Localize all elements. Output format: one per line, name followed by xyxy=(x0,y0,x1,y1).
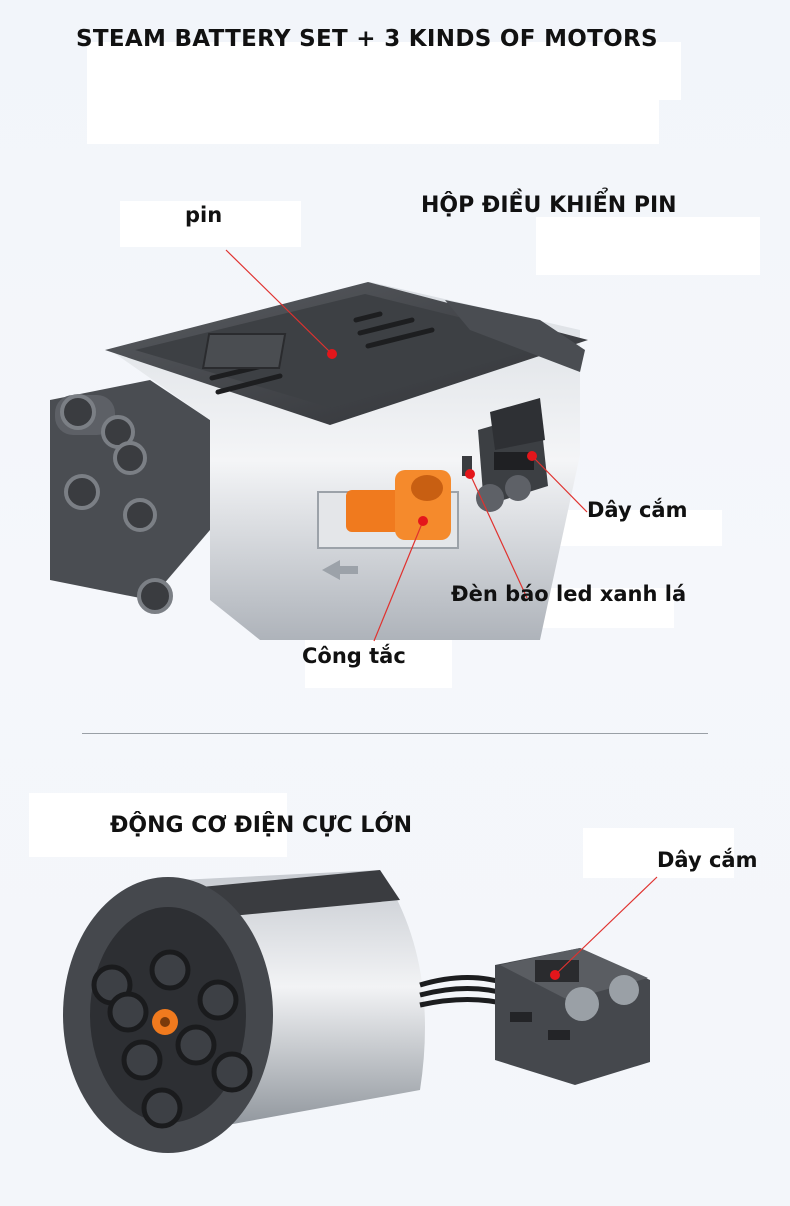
title-backdrop-lower xyxy=(87,98,659,144)
led-indicator xyxy=(462,456,472,476)
callout-lines xyxy=(225,249,658,976)
pin-label-backdrop xyxy=(120,201,301,247)
motor-title-backdrop xyxy=(29,793,287,857)
motor-plug xyxy=(495,948,650,1085)
motor-plug-label: Dây cắm xyxy=(657,848,758,872)
led-label: Đèn báo led xanh lá xyxy=(451,582,687,606)
plug1-label-backdrop xyxy=(540,510,722,546)
pin-label: pin xyxy=(185,203,223,227)
section-divider xyxy=(82,733,708,734)
switch-label: Công tắc xyxy=(302,644,406,668)
xl-motor xyxy=(63,870,650,1153)
orange-switch xyxy=(346,470,451,540)
battery-box-title: HỘP ĐIỀU KHIỂN PIN xyxy=(421,193,677,218)
left-beam-connectors xyxy=(50,380,210,614)
battery-plug-label: Dây cắm xyxy=(587,498,688,522)
page-title: STEAM BATTERY SET + 3 KINDS OF MOTORS xyxy=(76,26,658,52)
motor-title: ĐỘNG CƠ ĐIỆN CỰC LỚN xyxy=(110,813,412,838)
box-title-backdrop xyxy=(536,217,760,275)
title-backdrop xyxy=(87,42,681,100)
plug2-label-backdrop xyxy=(583,828,734,878)
switch-label-backdrop xyxy=(305,640,452,688)
battery-box xyxy=(50,282,588,640)
plug-socket xyxy=(476,398,548,512)
callout-dots xyxy=(327,349,560,980)
